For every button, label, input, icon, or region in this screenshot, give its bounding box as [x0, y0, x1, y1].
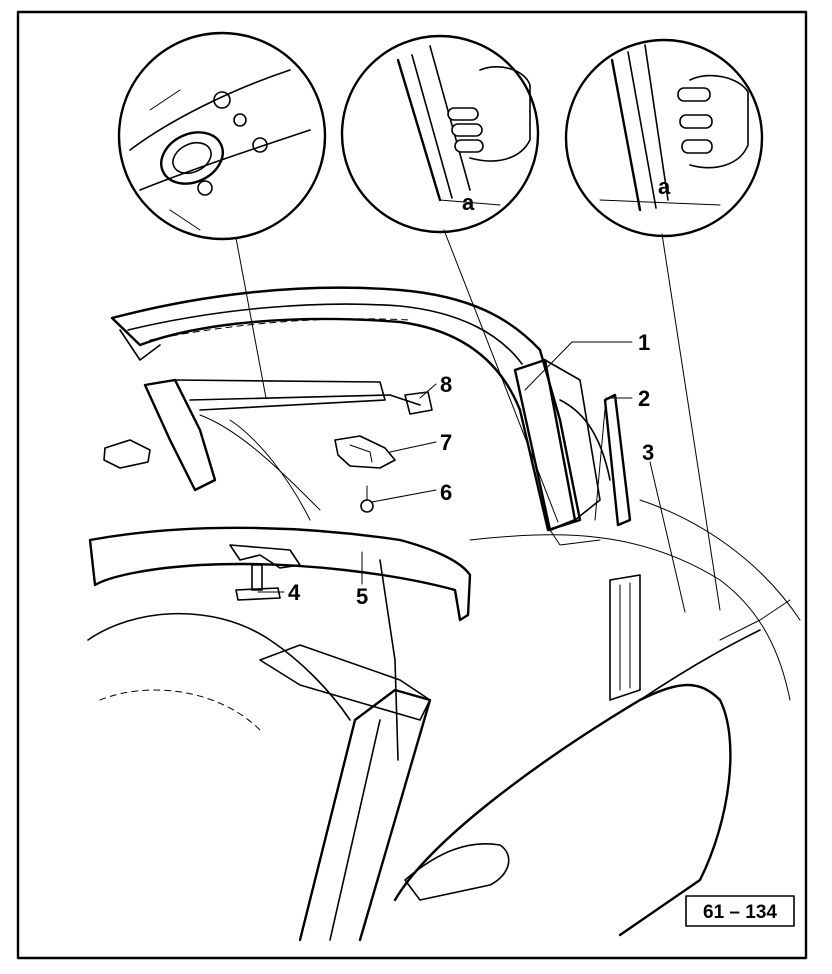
callout-7: 7 [440, 430, 452, 455]
reference-number-box: 61 – 134 [685, 895, 795, 927]
callout-2: 2 [638, 386, 650, 411]
callout-8: 8 [440, 372, 452, 397]
callout-1: 1 [638, 330, 650, 355]
callout-5: 5 [356, 584, 368, 609]
detail-view-middle: a [340, 34, 540, 234]
callout-6: 6 [440, 480, 452, 505]
detail-view-left [117, 31, 327, 241]
reference-number: 61 – 134 [703, 902, 777, 923]
main-assembly-drawing [87, 286, 801, 942]
callout-3: 3 [642, 440, 654, 465]
detail-label-a-right: a [658, 174, 671, 199]
diagram-border [16, 10, 808, 960]
detail-label-a-middle: a [462, 190, 475, 215]
part-callouts: 1 2 3 4 5 6 7 8 [257, 330, 686, 613]
callout-4: 4 [288, 580, 301, 605]
detail-view-right: a [564, 38, 764, 238]
detail-leader-lines [235, 229, 721, 611]
